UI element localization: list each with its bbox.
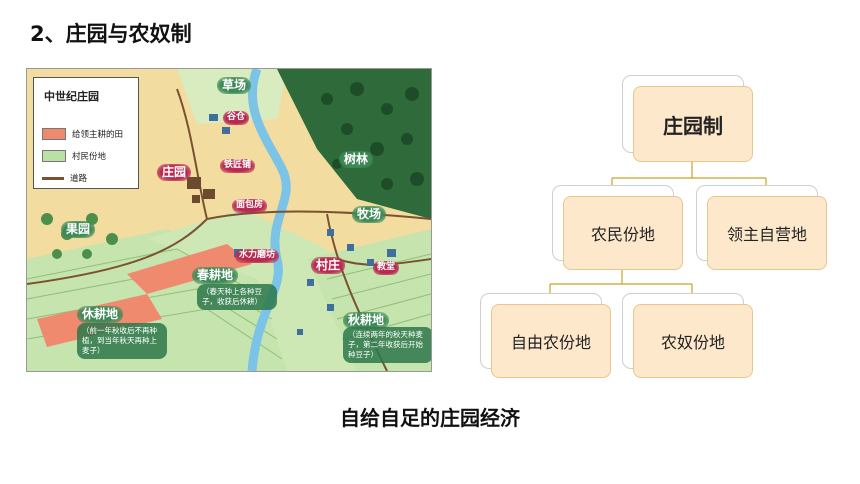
map-label-manor: 庄园 [157,164,192,182]
legend-item-road: 道路 [42,172,87,184]
legend-item-villager-land: 村民份地 [42,150,106,162]
legend-item-lord-field: 给领主耕的田 [42,128,123,140]
tree-node-peasant-land: 农民份地 [563,196,683,270]
autumn-field-note: （连续两年的秋天种麦子，第二年收获后开始种豆子） [343,327,431,364]
map-legend: 中世纪庄园 给领主耕的田 村民份地 道路 [33,77,139,189]
map-label-fallow-field: 休耕地 [77,306,124,324]
map-label-orchard: 果园 [61,221,96,239]
map-label-church: 教堂 [373,261,400,275]
map-label-granary: 谷仓 [223,111,250,125]
tree-node-free-peasant-land: 自由农份地 [491,304,611,378]
map-label-pasture: 牧场 [352,206,387,224]
map-label-smithy: 铁匠铺 [220,159,256,173]
spring-field-note: （春天种上各种豆子，收获后休耕） [197,284,277,311]
legend-label: 道路 [70,174,88,184]
map-label-autumn-field: 秋耕地 [343,312,390,330]
section-heading: 2、庄园与农奴制 [30,22,192,46]
map-label-bakery: 面包房 [232,199,268,213]
map-label-watermill: 水力磨坊 [235,249,280,263]
fallow-field-note: （前一年秋收后不再种植，到当年秋天再种上麦子） [77,323,167,360]
villager-land-swatch [42,150,66,162]
tree-node-lord-demesne: 领主自营地 [707,196,827,270]
map-label-meadow: 草场 [217,77,252,95]
lord-field-swatch [42,128,66,140]
map-label-forest: 树林 [339,151,374,169]
tree-node-manor-system: 庄园制 [633,86,753,162]
map-label-village: 村庄 [311,257,346,275]
road-swatch [42,176,64,180]
map-caption: 自给自足的庄园经济 [340,406,520,430]
legend-label: 村民份地 [72,152,107,162]
tree-node-serf-land: 农奴份地 [633,304,753,378]
map-label-spring-field: 春耕地 [192,267,239,285]
legend-title: 中世纪庄园 [44,90,99,103]
legend-label: 给领主耕的田 [72,130,124,140]
manor-map: 中世纪庄园 给领主耕的田 村民份地 道路 草场 谷仓 庄园 铁匠铺 面包房 树林… [26,68,432,372]
